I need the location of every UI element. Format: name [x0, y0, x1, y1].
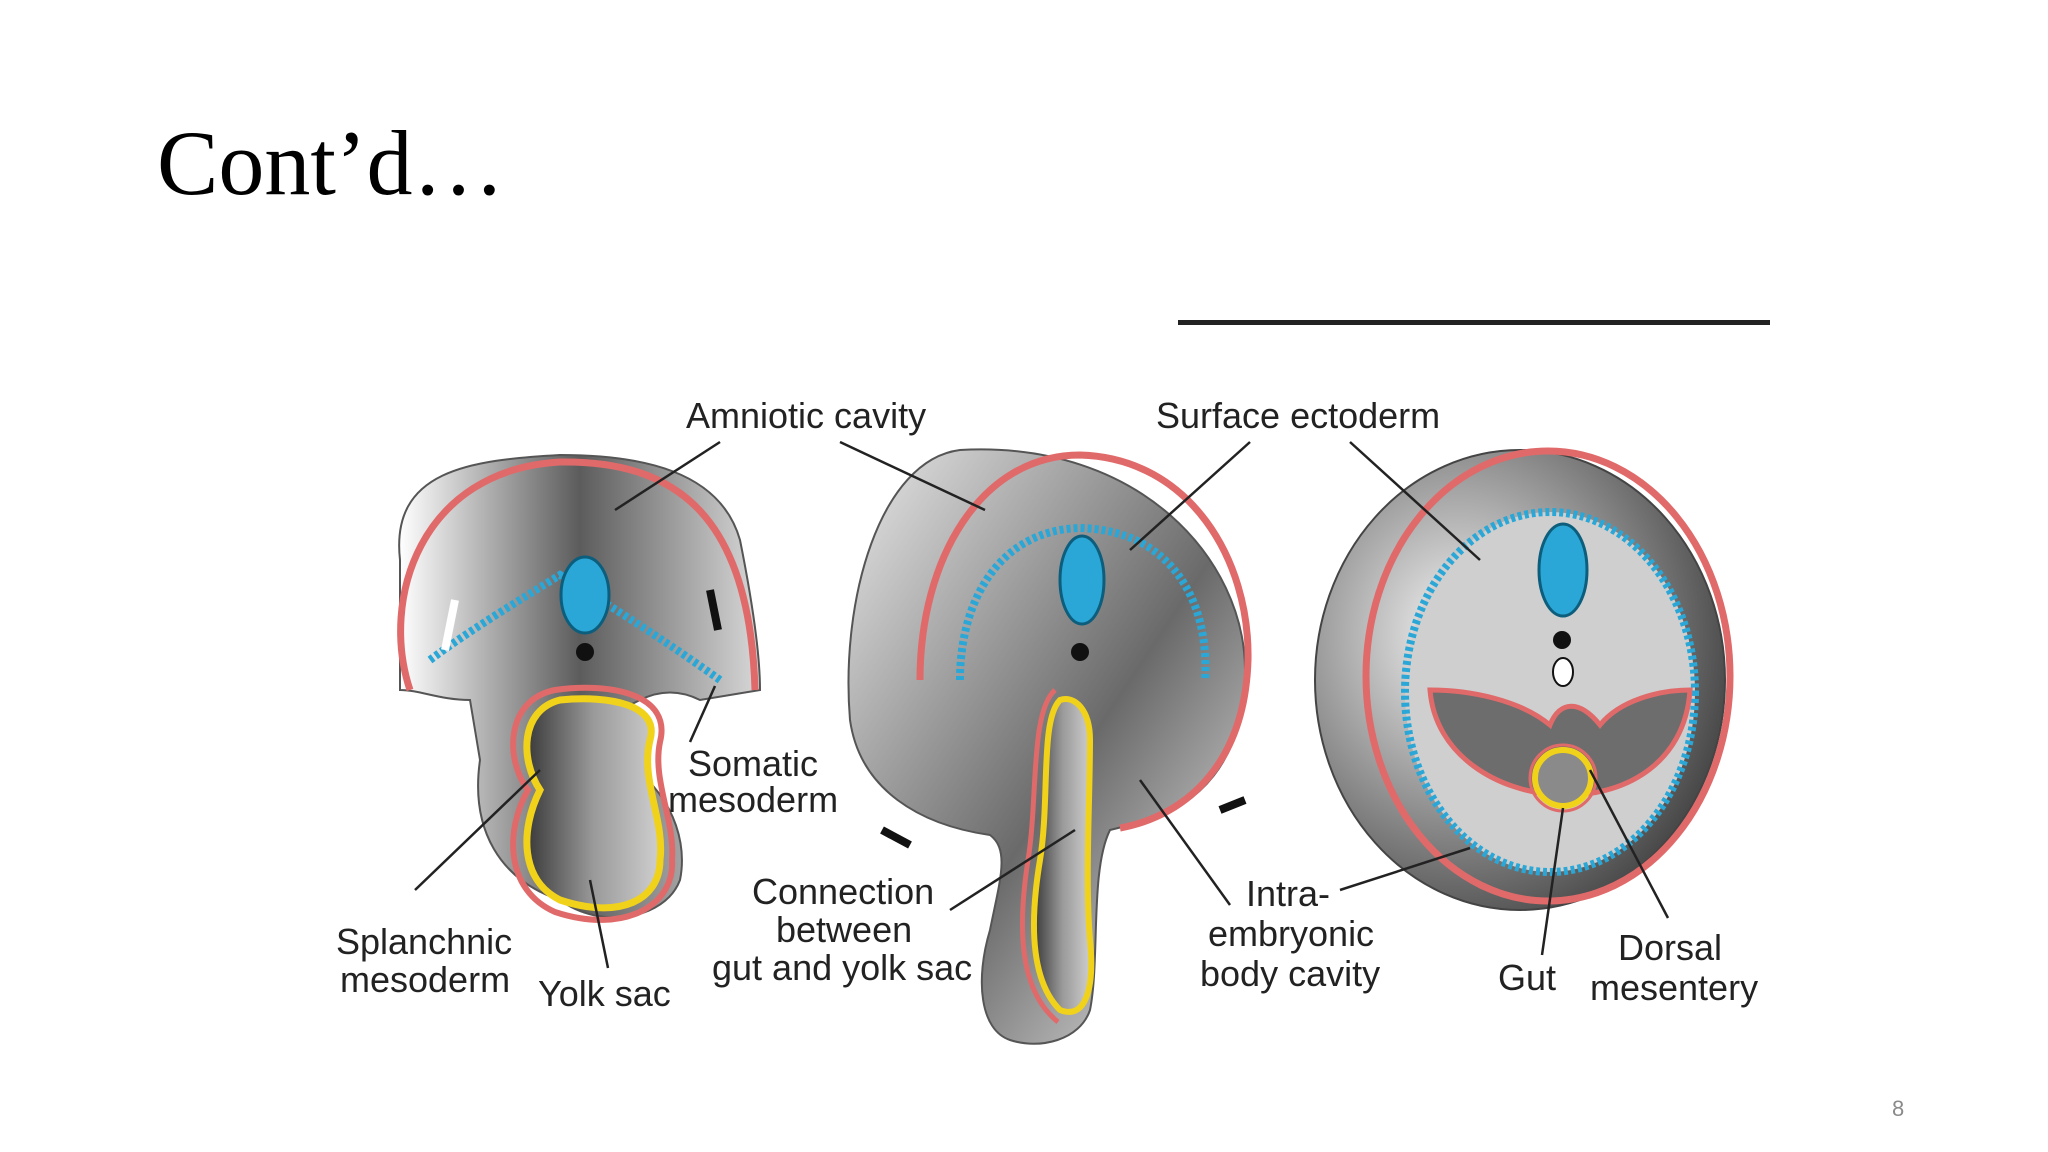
label-somatic-line1: Somatic — [688, 743, 818, 784]
panel-a-amnion — [397, 458, 759, 692]
leader-surface-c — [1349, 441, 1481, 561]
label-dorsal-line2: mesentery — [1590, 967, 1758, 1008]
label-splanchnic-line1: Splanchnic — [336, 921, 512, 962]
panel-a-arrow-right — [706, 589, 722, 631]
label-yolk-sac: Yolk sac — [538, 973, 671, 1014]
panel-a-arrow-left — [441, 599, 459, 651]
panel-b — [847, 448, 1252, 1045]
label-connection-line3: gut and yolk sac — [712, 947, 972, 988]
panel-c-amnion — [1362, 447, 1734, 905]
panel-c-notochord — [1553, 631, 1571, 649]
leader-intra-c — [1339, 846, 1471, 892]
label-surface-ectoderm: Surface ectoderm — [1156, 395, 1440, 436]
leader-yolk — [588, 879, 610, 969]
panel-b-amnion — [916, 451, 1252, 832]
panel-c-neural-tube — [1537, 522, 1589, 618]
label-gut: Gut — [1498, 957, 1556, 998]
page-number: 8 — [1892, 1096, 1905, 1121]
leader-lines — [414, 440, 1670, 969]
panel-b-ectoderm — [956, 523, 1210, 681]
label-connection-line1: Connection — [752, 871, 934, 912]
panel-b-neural-tube — [1058, 534, 1106, 626]
leader-surface-b — [1129, 441, 1251, 551]
label-amniotic-cavity: Amniotic cavity — [686, 395, 926, 436]
panel-b-notochord — [1071, 643, 1089, 661]
leader-intra-b — [1138, 779, 1232, 906]
label-intra-line2: embryonic — [1208, 913, 1374, 954]
label-connection-line2: between — [776, 909, 912, 950]
panel-a-yolk-sac — [523, 695, 665, 912]
leader-amniotic-b — [839, 440, 986, 512]
panel-b-arrow-left — [880, 826, 912, 849]
panel-a-neural-tube — [559, 555, 611, 635]
panel-c-body-cavity — [1427, 687, 1693, 798]
panel-a-splanchnic — [510, 684, 676, 923]
panel-c-aorta — [1552, 657, 1574, 687]
label-dorsal-line1: Dorsal — [1618, 927, 1722, 968]
panel-c — [1314, 447, 1734, 911]
leader-gut — [1540, 807, 1565, 956]
label-intra-line3: body cavity — [1200, 953, 1380, 994]
label-intra-line1: Intra- — [1246, 873, 1330, 914]
label-splanchnic-line2: mesoderm — [340, 959, 510, 1000]
leader-somatic — [688, 685, 717, 743]
leader-splanchnic — [414, 769, 541, 891]
panel-a-ectoderm — [427, 570, 723, 684]
leader-amniotic-a — [614, 440, 721, 512]
panel-c-gut — [1532, 747, 1594, 809]
panel-b-gut-stalk — [1031, 696, 1095, 1015]
slide-title: Cont’d… — [157, 112, 505, 214]
panel-a — [397, 453, 762, 923]
label-somatic-line2: mesoderm — [668, 779, 838, 820]
leader-dorsal — [1588, 769, 1670, 919]
horizontal-rule — [1178, 320, 1770, 325]
panel-a-notochord — [576, 643, 594, 661]
panel-b-arrow-right — [1218, 796, 1247, 814]
leader-connection — [949, 828, 1076, 912]
